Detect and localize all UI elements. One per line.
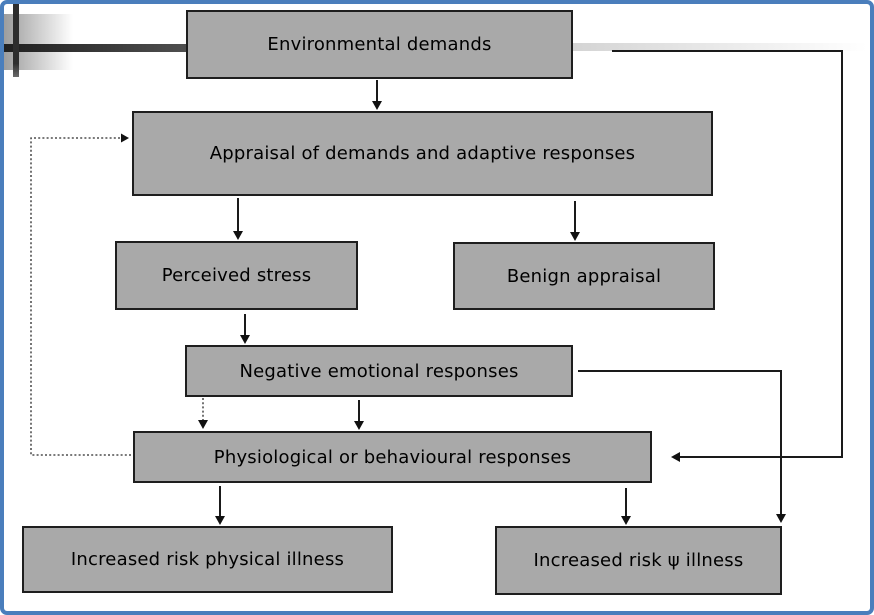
horizontal-band-fade-decoration xyxy=(573,43,867,51)
node-increased-risk-physical-illness: Increased risk physical illness xyxy=(22,526,393,593)
node-label: Environmental demands xyxy=(267,34,492,55)
node-label: Benign appraisal xyxy=(506,265,662,287)
node-benign-appraisal: Benign appraisal xyxy=(453,242,715,310)
node-label: Increased risk physical illness xyxy=(70,549,345,570)
node-negative-emotional-responses: Negative emotional responses xyxy=(185,345,573,397)
horizontal-bar-decoration xyxy=(4,44,187,52)
node-increased-risk-psi-illness: Increased risk ψ illness xyxy=(495,526,782,595)
node-label: Negative emotional responses xyxy=(239,360,519,382)
edge-env-to-physio-elbow xyxy=(612,50,843,462)
edge-negative-to-physio-dotted xyxy=(198,398,208,429)
edge-physio-to-physical-illness xyxy=(215,486,225,525)
edge-negative-to-physio xyxy=(354,400,364,430)
node-physiological-behavioural-responses: Physiological or behavioural responses xyxy=(133,431,652,483)
edge-perceived-to-negative xyxy=(240,314,250,344)
edge-physio-to-psi-illness xyxy=(621,488,631,525)
node-label: Increased risk ψ illness xyxy=(533,550,744,571)
node-perceived-stress: Perceived stress xyxy=(115,241,358,310)
edge-physio-to-appraisal-feedback xyxy=(30,133,131,456)
edge-env-to-appraisal xyxy=(372,80,382,110)
vertical-bar-decoration xyxy=(13,2,19,77)
edge-negative-to-psi-illness-elbow xyxy=(578,370,786,523)
node-label: Appraisal of demands and adaptive respon… xyxy=(209,143,636,164)
node-appraisal-of-demands: Appraisal of demands and adaptive respon… xyxy=(132,111,713,196)
node-environmental-demands: Environmental demands xyxy=(186,10,573,79)
edge-appraisal-to-benign xyxy=(570,201,580,241)
edge-appraisal-to-perceived xyxy=(233,198,243,240)
node-label: Physiological or behavioural responses xyxy=(213,446,572,468)
node-label: Perceived stress xyxy=(161,265,312,286)
